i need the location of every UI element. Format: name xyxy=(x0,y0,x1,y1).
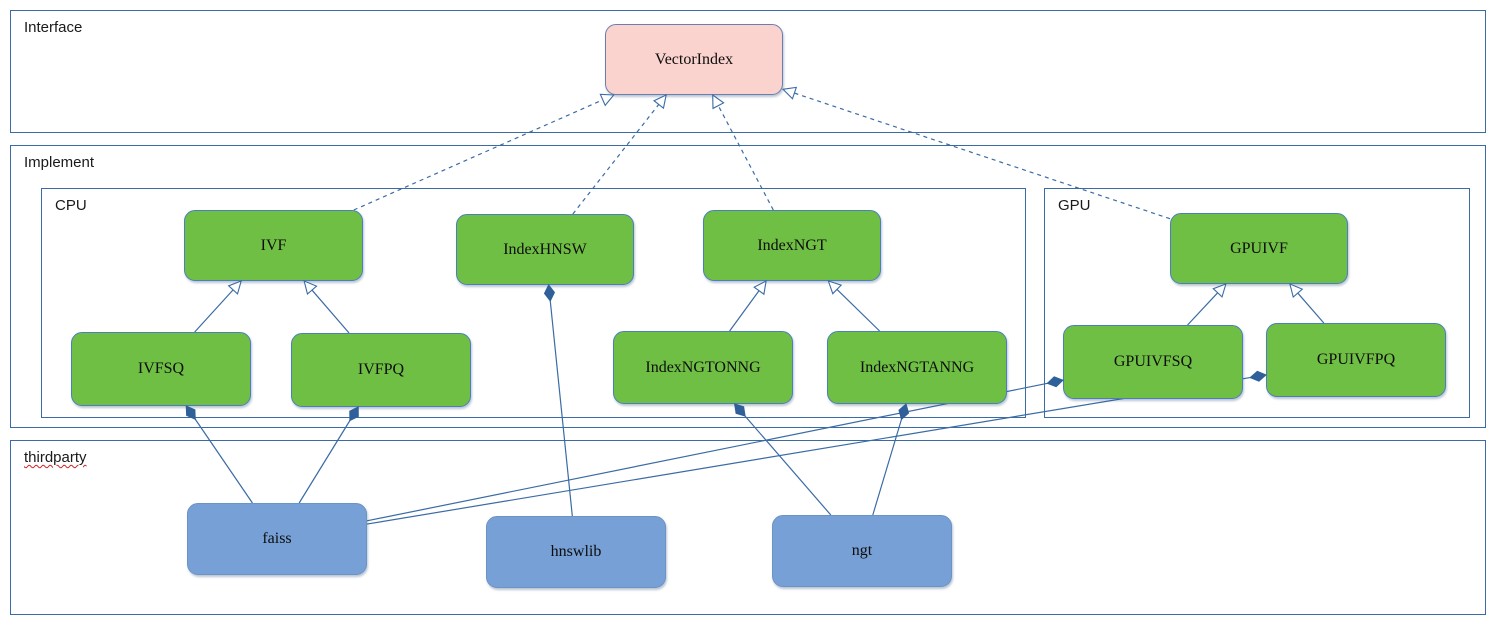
class-node-label: IVFPQ xyxy=(357,361,405,379)
container-label-cpu: CPU xyxy=(55,197,87,214)
class-node-ngt[interactable]: ngt xyxy=(772,515,952,587)
class-node-indexngtonng[interactable]: IndexNGTONNG xyxy=(613,331,793,404)
class-node-label: IndexHNSW xyxy=(503,240,587,258)
class-node-label: GPUIVFPQ xyxy=(1316,351,1396,369)
class-node-ivf[interactable]: IVF xyxy=(184,210,363,281)
class-node-label: IndexNGTONNG xyxy=(645,358,761,376)
class-node-label: ngt xyxy=(851,542,873,560)
container-label-thirdparty: thirdparty xyxy=(24,449,87,466)
class-node-label: GPUIVF xyxy=(1230,239,1288,257)
container-label-interface: Interface xyxy=(24,19,83,36)
container-label-gpu: GPU xyxy=(1058,197,1091,214)
class-node-label: VectorIndex xyxy=(654,50,734,68)
class-node-ivfpq[interactable]: IVFPQ xyxy=(291,333,471,407)
class-node-faiss[interactable]: faiss xyxy=(187,503,367,575)
class-node-gpuivf[interactable]: GPUIVF xyxy=(1170,213,1348,284)
class-node-label: GPUIVFSQ xyxy=(1113,353,1193,371)
class-node-vectorindex[interactable]: VectorIndex xyxy=(605,24,783,95)
class-node-indexhnsw[interactable]: IndexHNSW xyxy=(456,214,634,285)
class-node-indexngtanng[interactable]: IndexNGTANNG xyxy=(827,331,1007,404)
container-label-implement: Implement xyxy=(24,154,95,171)
class-node-hnswlib[interactable]: hnswlib xyxy=(486,516,666,588)
class-node-label: IVF xyxy=(260,236,287,254)
class-node-indexngt[interactable]: IndexNGT xyxy=(703,210,881,281)
class-node-label: IVFSQ xyxy=(137,360,185,378)
class-node-gpuivfsq[interactable]: GPUIVFSQ xyxy=(1063,325,1243,399)
class-node-label: hnswlib xyxy=(550,543,602,561)
class-node-label: IndexNGT xyxy=(757,236,827,254)
class-node-ivfsq[interactable]: IVFSQ xyxy=(71,332,251,406)
class-node-gpuivfpq[interactable]: GPUIVFPQ xyxy=(1266,323,1446,397)
class-node-label: faiss xyxy=(262,530,292,548)
class-node-label: IndexNGTANNG xyxy=(859,358,975,376)
